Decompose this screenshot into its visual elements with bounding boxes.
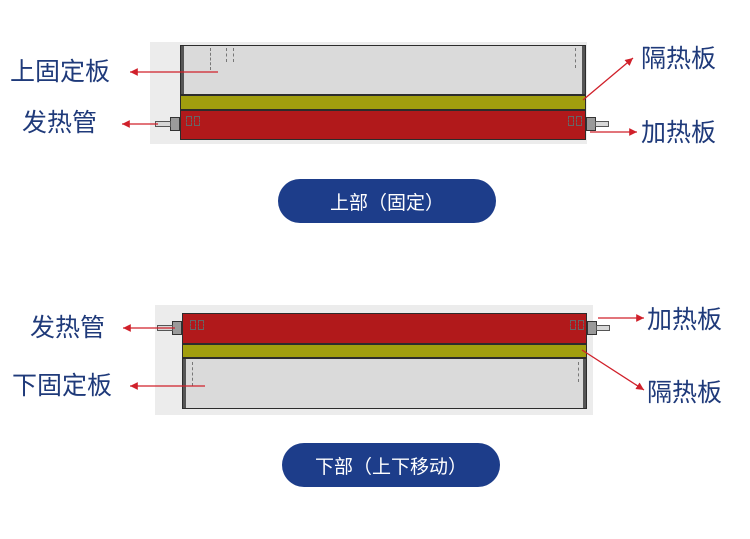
bottom-bolt-line-2 (578, 362, 579, 382)
bottom-fixed-plate (182, 358, 587, 409)
top-heating-bolt-right (568, 116, 574, 126)
bottom-bolt-line-1 (192, 362, 193, 386)
top-heating-bolt-left (186, 116, 192, 126)
top-insulation-plate (180, 95, 586, 110)
top-heating-tube-right (595, 121, 609, 127)
top-fixed-plate-left-edge (181, 46, 184, 94)
bottom-heating-bolt-left (190, 320, 196, 330)
top-heating-bolt-right-2 (576, 116, 582, 126)
top-fixed-plate-right-edge (582, 46, 585, 94)
label-top-insulation-plate: 隔热板 (641, 44, 717, 73)
bottom-heating-bolt-right-2 (578, 320, 584, 330)
arrow-top-insulation-plate (582, 57, 634, 101)
bottom-heating-plate (182, 313, 587, 344)
bottom-fixed-plate-left-edge (183, 359, 186, 408)
caption-top-section: 上部（固定） (278, 179, 496, 223)
label-bottom-insulation-plate: 隔热板 (647, 378, 723, 407)
top-fixed-plate (180, 45, 586, 95)
top-heating-bolt-left-2 (194, 116, 200, 126)
bottom-heating-bolt-right (570, 320, 576, 330)
top-bolt-line-3 (233, 48, 234, 62)
bottom-heating-bolt-left-2 (198, 320, 204, 330)
label-bottom-heating-tube: 发热管 (30, 313, 106, 342)
label-bottom-fixed-plate: 下固定板 (12, 371, 113, 400)
label-bottom-heating-plate: 加热板 (647, 305, 723, 334)
top-bolt-line-2 (226, 48, 227, 62)
label-top-heating-plate: 加热板 (641, 118, 717, 147)
top-bolt-line-1 (210, 48, 211, 70)
label-top-fixed-plate: 上固定板 (10, 57, 111, 86)
caption-bottom-section: 下部（上下移动） (282, 443, 500, 487)
bottom-heating-tube-right (596, 325, 610, 331)
top-bolt-line-4 (575, 48, 576, 68)
bottom-fixed-plate-right-edge (583, 359, 586, 408)
top-heating-plate (180, 110, 586, 140)
bottom-insulation-plate (182, 344, 587, 358)
arrow-bottom-insulation-plate (581, 349, 645, 391)
label-top-heating-tube: 发热管 (22, 108, 98, 137)
